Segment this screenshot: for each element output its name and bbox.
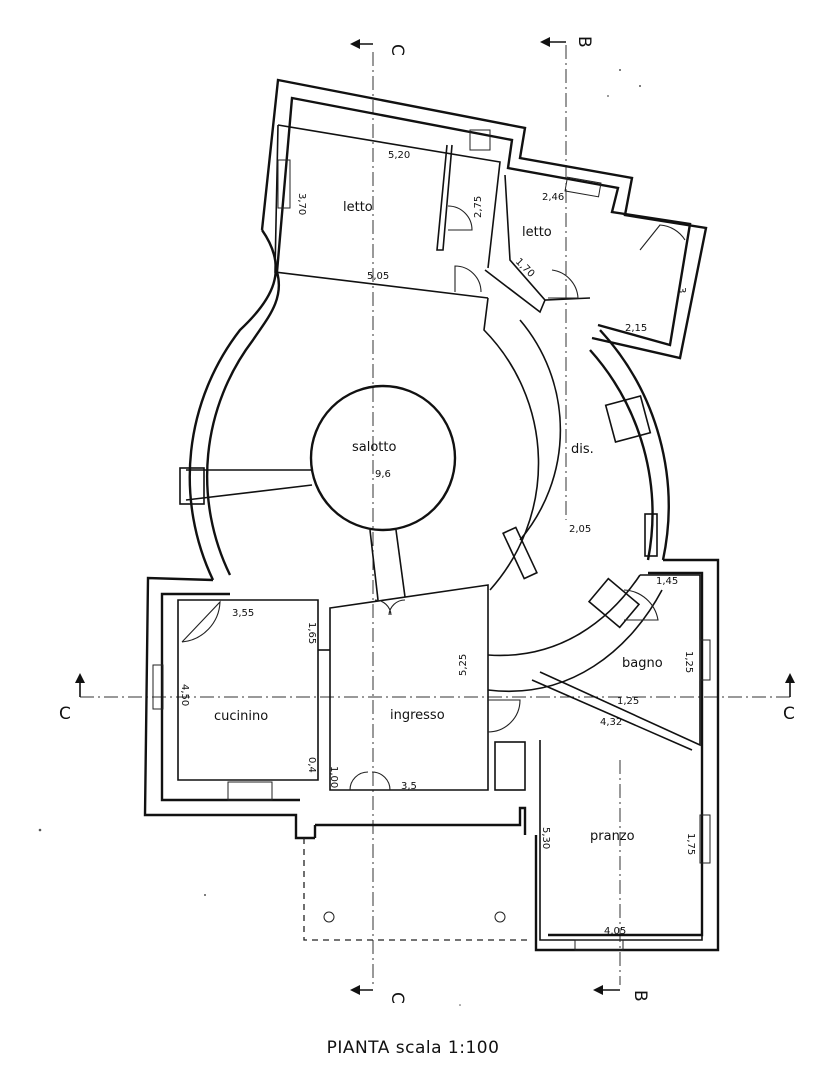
dim-label: 1,45 (656, 576, 678, 587)
dim-label: 3,55 (232, 608, 254, 619)
room-label-dis: dis. (571, 442, 594, 457)
section-marker-b-top: B (540, 36, 594, 48)
dim-label: 1,65 (306, 622, 317, 644)
svg-text:C: C (783, 704, 795, 724)
room-label-salotto: salotto (352, 440, 396, 455)
section-marker-c-left: C (59, 673, 85, 724)
dim-label: 3 (676, 287, 687, 293)
room-label-ingresso: ingresso (390, 708, 445, 723)
dim-label: 4,05 (604, 926, 626, 937)
dim-label: 5,25 (458, 654, 469, 676)
dim-label: 3,70 (296, 193, 307, 215)
interior-walls (152, 124, 711, 951)
svg-text:B: B (574, 36, 594, 48)
section-marker-b-bottom: B (593, 985, 650, 1002)
svg-text:C: C (387, 44, 407, 56)
svg-text:B: B (630, 990, 650, 1002)
dim-label: 0,4 (306, 757, 317, 773)
plan-caption: PIANTA scala 1:100 (326, 1038, 500, 1058)
dim-label: 2,46 (542, 192, 564, 203)
section-lines (80, 45, 790, 985)
dim-label: 2,75 (473, 196, 484, 218)
exterior-walls (143, 78, 720, 952)
room-label-letto-1: letto (343, 200, 373, 215)
room-label-bagno: bagno (622, 656, 663, 671)
dim-label: 5,05 (367, 271, 389, 282)
dim-label: 5,30 (540, 827, 551, 849)
room-label-pranzo: pranzo (590, 829, 635, 844)
dim-label: 1,00 (328, 766, 339, 788)
dim-label: 1,25 (683, 651, 694, 673)
dim-label: 1,75 (685, 833, 696, 855)
dim-label: 5,20 (388, 150, 410, 161)
svg-text:C: C (387, 992, 407, 1004)
dim-label: 9,6 (375, 469, 391, 480)
dim-label: 4,50 (179, 684, 190, 706)
dim-label: 2,05 (569, 524, 591, 535)
dim-label: 4,32 (600, 717, 622, 728)
salotto-circle (309, 384, 457, 532)
room-label-letto-2: letto (522, 225, 552, 240)
svg-text:C: C (59, 704, 71, 724)
doors (181, 205, 686, 791)
room-labels: letto letto salotto dis. cucinino ingres… (214, 200, 663, 844)
scan-marks (38, 69, 641, 1006)
room-label-cucinino: cucinino (214, 709, 268, 724)
dimension-labels: 5,20 3,70 2,75 5,05 2,46 1,70 3 2,15 9,6… (179, 150, 696, 937)
dim-label: 1,25 (617, 696, 639, 707)
section-marker-c-top: C (350, 39, 407, 56)
section-marker-c-right: C (783, 673, 795, 724)
dim-label: 3,5 (401, 781, 417, 792)
dim-label: 2,15 (625, 323, 647, 334)
porch (303, 838, 528, 941)
section-marker-c-bottom: C (350, 985, 407, 1004)
